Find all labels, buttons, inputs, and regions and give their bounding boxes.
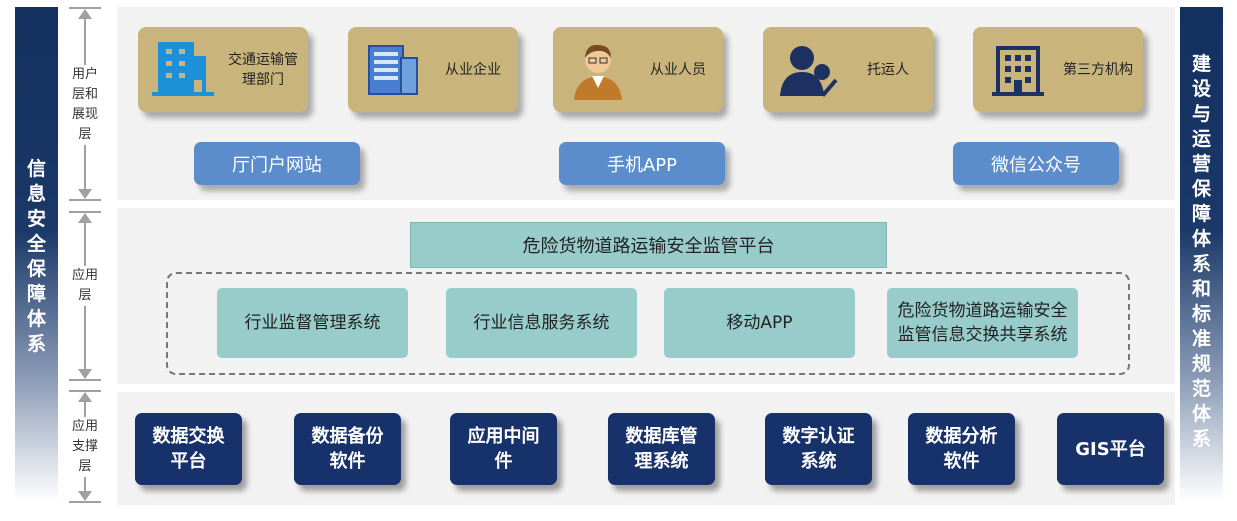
support-gis-platform: GIS平台: [1057, 413, 1164, 485]
support-data-exchange: 数据交换平台: [135, 413, 242, 485]
platform-title: 危险货物道路运输安全监管平台: [410, 222, 887, 268]
channel-wechat-account[interactable]: 微信公众号: [953, 142, 1119, 185]
shipper-icon: [773, 40, 843, 100]
support-data-analysis: 数据分析软件: [908, 413, 1015, 485]
user-card-enterprise: 从业企业: [348, 27, 518, 112]
layer-marker-support: 应用支撑层: [67, 390, 103, 503]
user-card-practitioner: 从业人员: [553, 27, 723, 112]
channel-mobile-app[interactable]: 手机APP: [559, 142, 725, 185]
layer-label-app: 应用层: [67, 266, 103, 306]
institution-building-icon: [983, 40, 1053, 100]
person-icon: [563, 40, 633, 100]
app-info-exchange-sharing: 危险货物道路运输安全监管信息交换共享系统: [887, 288, 1078, 358]
support-middleware: 应用中间件: [450, 413, 557, 485]
app-systems-group: [166, 272, 1130, 375]
left-bar-security-system: 信息安全保障体系: [15, 7, 58, 501]
app-mobile-app: 移动APP: [664, 288, 855, 358]
company-building-icon: [358, 40, 428, 100]
app-industry-info-service: 行业信息服务系统: [446, 288, 637, 358]
support-data-backup: 数据备份软件: [294, 413, 401, 485]
right-bar-label: 建设与运营保障体系和标准规范体系: [1191, 53, 1211, 450]
app-industry-supervision: 行业监督管理系统: [217, 288, 408, 358]
support-database-mgmt: 数据库管理系统: [608, 413, 715, 485]
layer-label-support: 应用支撑层: [67, 417, 103, 477]
user-card-third-party: 第三方机构: [973, 27, 1143, 112]
channel-portal-website[interactable]: 厅门户网站: [194, 142, 360, 185]
user-card-label: 托运人: [867, 61, 909, 78]
layer-marker-user: 用户层和展现层: [67, 7, 103, 201]
user-card-label: 从业企业: [445, 61, 501, 78]
layer-label-user: 用户层和展现层: [67, 65, 103, 145]
right-bar-operation-standards: 建设与运营保障体系和标准规范体系: [1180, 7, 1223, 501]
left-bar-label: 信息安全保障体系: [26, 158, 46, 355]
user-card-label: 第三方机构: [1063, 61, 1133, 78]
user-card-label: 交通运输管理部门: [228, 51, 298, 88]
support-digital-cert: 数字认证系统: [765, 413, 872, 485]
user-card-label: 从业人员: [650, 61, 706, 78]
layer-marker-app: 应用层: [67, 211, 103, 381]
user-card-transport-dept: 交通运输管理部门: [138, 27, 308, 112]
user-card-shipper: 托运人: [763, 27, 933, 112]
office-building-icon: [148, 40, 218, 100]
